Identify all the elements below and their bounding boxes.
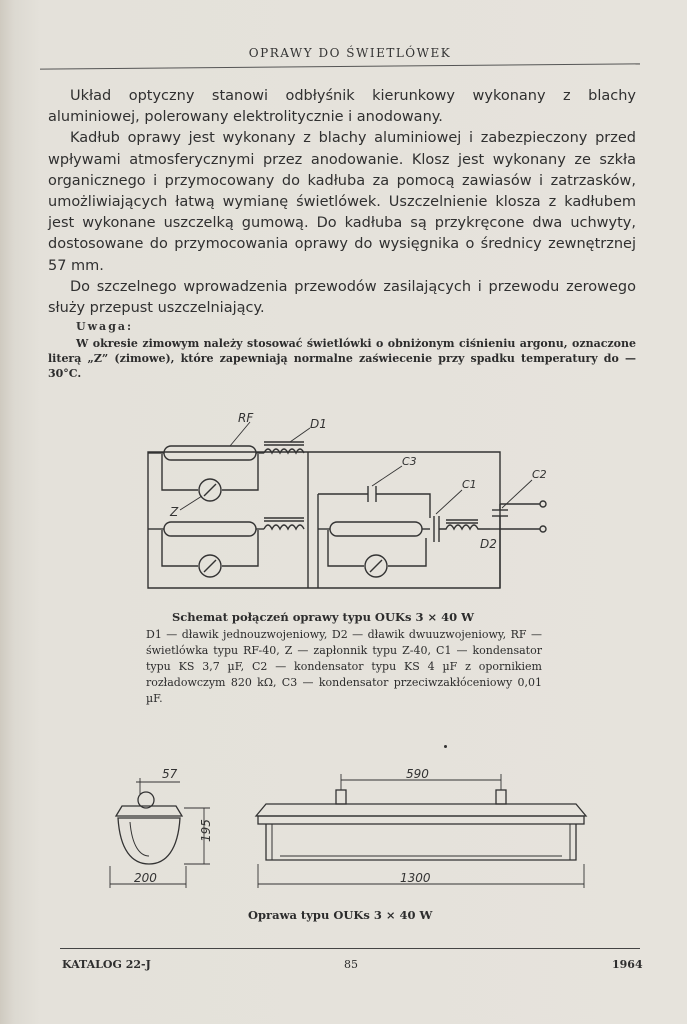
label-c2: C2: [532, 468, 547, 481]
terminal-phase: [539, 500, 547, 508]
footer-rule: [60, 948, 640, 949]
label-z: Z: [169, 505, 179, 519]
terminal-neutral: [539, 525, 547, 533]
note-text: W okresie zimowym należy stosować świetl…: [48, 337, 636, 380]
header-rule: [40, 63, 640, 70]
footer-year: 1964: [612, 958, 643, 971]
page-number: 85: [344, 958, 358, 971]
schematic-caption-title: Schemat połączeń oprawy typu OUKs 3 × 40…: [172, 610, 475, 624]
label-d2: D2: [480, 537, 497, 551]
starter-loop-right: [327, 530, 427, 567]
choke-d1: [263, 441, 305, 455]
dim-57: 57: [162, 767, 178, 781]
label-d1: D1: [310, 417, 327, 431]
lamp-middle: [148, 517, 305, 537]
starter-loop-middle: [161, 530, 259, 567]
ink-dot: [444, 745, 447, 748]
page-header: OPRAWY DO ŚWIETLÓWEK: [248, 46, 452, 60]
dim-200: 200: [134, 871, 157, 885]
drawing-caption: Oprawa typu OUKs 3 × 40 W: [248, 908, 433, 922]
dim-590: 590: [406, 767, 429, 781]
choke-d2: [439, 524, 490, 531]
note-heading: Uwaga:: [76, 320, 134, 333]
paragraph-optics: Układ optyczny stanowi odbłyśnik kierunk…: [48, 88, 636, 126]
paragraph-gland: Do szczelnego wprowadzenia przewodów zas…: [48, 278, 636, 317]
starter-loop-top: [161, 454, 259, 491]
dim-195: 195: [199, 819, 213, 842]
starter-z-middle: [198, 554, 222, 578]
wiring-schematic: RF D1 C3 C1 C2 D2 Z: [147, 411, 547, 589]
paragraph-housing: Kadłub oprawy jest wykonany z blachy alu…: [48, 130, 636, 274]
label-c1: C1: [462, 478, 477, 491]
starter-z-top: [198, 478, 222, 502]
luminaire-side-view: [114, 791, 184, 865]
footer-catalog: KATALOG 22-J: [62, 958, 151, 971]
starter-z-right: [364, 554, 388, 578]
dim-1300: 1300: [400, 871, 431, 885]
label-c3: C3: [402, 455, 417, 468]
luminaire-front-view: [254, 789, 588, 861]
capacitor-c3-branch: [318, 493, 431, 518]
lamp-right: [318, 521, 430, 537]
dimension-drawing: 57 195 200 590 1300: [109, 767, 588, 888]
schematic-caption-text: D1 — dławik jednouzwojeniowy, D2 — dławi…: [146, 628, 542, 705]
label-rf: RF: [238, 411, 254, 425]
body-text: Układ optyczny stanowi odbłyśnik kierunk…: [48, 86, 636, 319]
lamp-rf-top: [148, 445, 264, 461]
